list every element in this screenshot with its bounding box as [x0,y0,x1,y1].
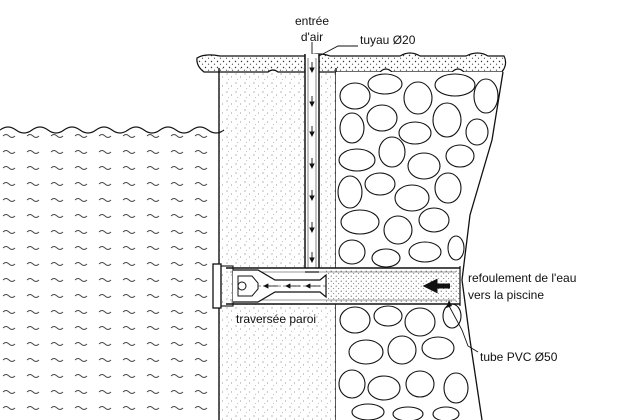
leader-pvc-pipe [447,303,479,353]
water-surface-line [0,126,225,134]
wall-crossing-fitting [212,263,327,309]
label-outflow-1: refoulement de l'eau [468,271,576,285]
wall-coping [196,52,507,73]
leader-lines [318,45,479,353]
air-flow-arrows [309,62,315,264]
air-pipe-vertical [304,54,320,274]
label-air-inlet-1: entrée [295,14,329,28]
label-pipe-small: tuyau Ø20 [360,33,416,47]
label-outflow-2: vers la piscine [468,288,544,302]
stone-backfill [336,71,504,420]
label-wall-crossing: traversée paroi [236,312,316,326]
pool-water [0,126,225,420]
leader-pipe-small [318,45,358,57]
leader-pvc-pipe-tip [446,300,452,308]
label-air-inlet-2: d'air [301,30,323,44]
label-pvc-pipe: tube PVC Ø50 [480,350,558,364]
